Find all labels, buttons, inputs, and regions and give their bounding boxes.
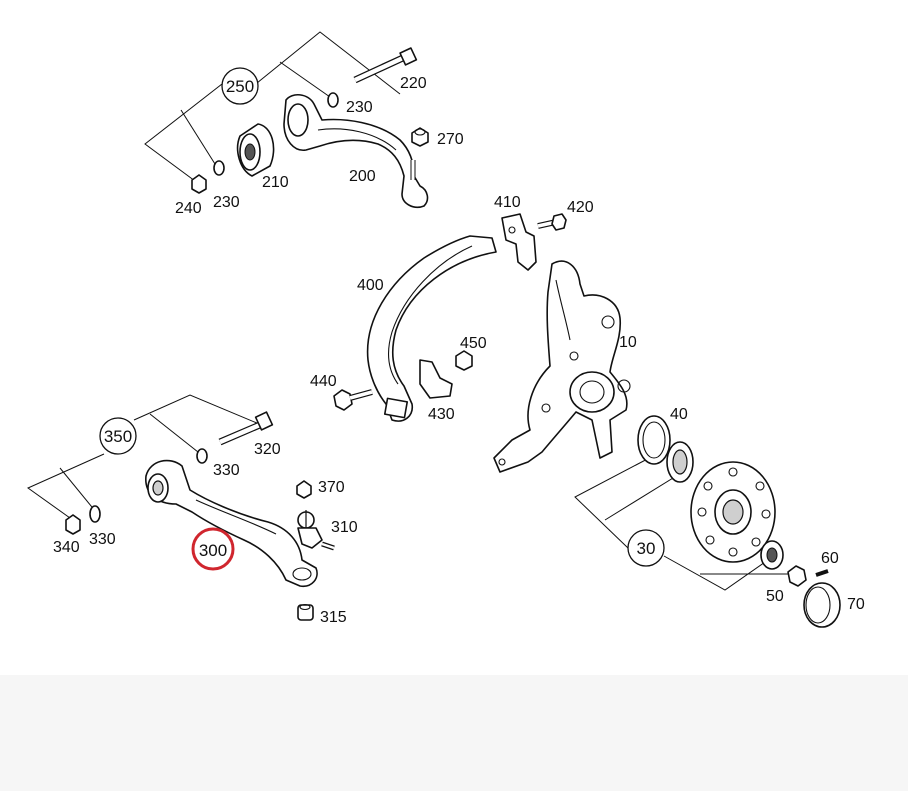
washer-330-upper[interactable] xyxy=(196,448,208,464)
label-210: 210 xyxy=(262,174,289,191)
label-410: 410 xyxy=(494,194,521,211)
nut-270[interactable] xyxy=(411,127,429,147)
leader-lines-350 xyxy=(26,394,265,519)
part-labels: 220 230 270 210 200 240 230 410 420 400 … xyxy=(53,75,865,626)
svg-text:350: 350 xyxy=(104,427,132,446)
label-200: 200 xyxy=(349,168,376,185)
label-430: 430 xyxy=(428,406,455,423)
bushing-210[interactable] xyxy=(236,123,275,177)
label-70: 70 xyxy=(847,596,865,613)
washer-230-lower[interactable] xyxy=(213,160,225,176)
label-340: 340 xyxy=(53,539,80,556)
strut-arm-400[interactable] xyxy=(366,235,497,422)
ball-joint-310[interactable] xyxy=(297,510,335,551)
upper-control-arm-200[interactable] xyxy=(283,94,429,209)
svg-text:30: 30 xyxy=(637,539,656,558)
bracket-430[interactable] xyxy=(419,359,453,399)
label-310: 310 xyxy=(331,519,358,536)
label-230-lower: 230 xyxy=(213,194,240,211)
svg-text:250: 250 xyxy=(226,77,254,96)
nut-340[interactable] xyxy=(65,514,81,535)
callout-30[interactable]: 30 xyxy=(627,529,665,567)
label-315: 315 xyxy=(320,609,347,626)
label-330-upper: 330 xyxy=(213,462,240,479)
label-450: 450 xyxy=(460,335,487,352)
label-240: 240 xyxy=(175,200,202,217)
label-60: 60 xyxy=(821,550,839,567)
hub-nut[interactable] xyxy=(787,565,807,587)
nut-450[interactable] xyxy=(455,350,473,371)
bolt-420[interactable] xyxy=(537,213,567,231)
label-270: 270 xyxy=(437,131,464,148)
callout-350[interactable]: 350 xyxy=(99,417,137,455)
steering-knuckle-10[interactable] xyxy=(493,260,631,473)
label-320: 320 xyxy=(254,441,281,458)
bolt-440[interactable] xyxy=(333,389,373,411)
diagram-background xyxy=(0,0,908,675)
label-40: 40 xyxy=(670,406,688,423)
seal-40[interactable] xyxy=(637,415,671,465)
label-440: 440 xyxy=(310,373,337,390)
nut-370[interactable] xyxy=(296,480,312,499)
bolt-320[interactable] xyxy=(218,411,274,446)
label-230-upper: 230 xyxy=(346,99,373,116)
lower-control-arm-300[interactable] xyxy=(145,459,318,588)
washer-230-upper[interactable] xyxy=(327,92,339,108)
washer-330-lower[interactable] xyxy=(89,505,101,523)
callout-250[interactable]: 250 xyxy=(221,67,259,105)
nut-240[interactable] xyxy=(191,174,207,194)
screw-60[interactable] xyxy=(815,569,829,577)
cap-70[interactable] xyxy=(803,582,841,628)
bracket-410[interactable] xyxy=(501,213,537,271)
label-10: 10 xyxy=(619,334,637,351)
label-420: 420 xyxy=(567,199,594,216)
label-400: 400 xyxy=(357,277,384,294)
svg-text:300: 300 xyxy=(199,541,227,560)
label-50: 50 xyxy=(766,588,784,605)
label-220: 220 xyxy=(400,75,427,92)
wheel-hub[interactable] xyxy=(690,461,776,563)
nut-50[interactable] xyxy=(760,540,784,570)
bolt-220[interactable] xyxy=(353,47,418,84)
nut-315[interactable] xyxy=(297,603,314,621)
callout-300-highlight[interactable]: 300 xyxy=(191,527,235,571)
bottom-band xyxy=(0,675,908,791)
wheel-bearing[interactable] xyxy=(666,441,694,483)
label-330-lower: 330 xyxy=(89,531,116,548)
label-370: 370 xyxy=(318,479,345,496)
